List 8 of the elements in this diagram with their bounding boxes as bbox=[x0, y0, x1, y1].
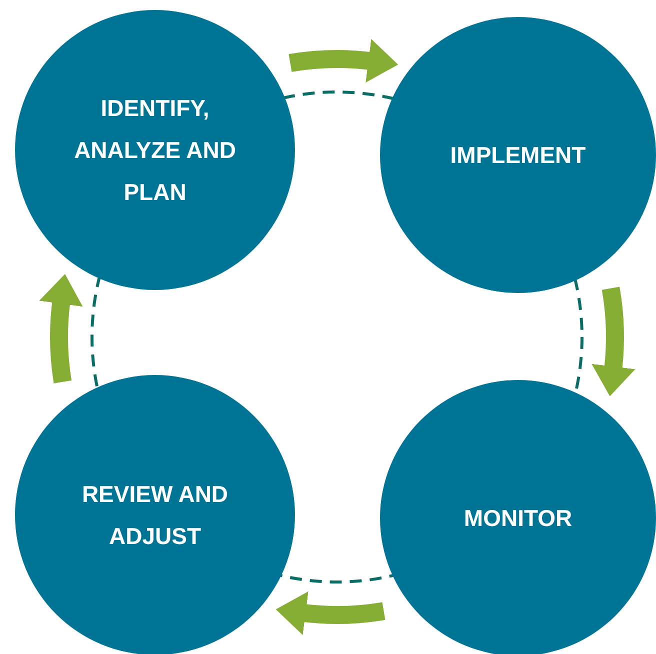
curved-arrow bbox=[276, 591, 385, 635]
step-label: IMPLEMENT bbox=[450, 141, 586, 170]
step-label: REVIEW AND ADJUST bbox=[80, 480, 230, 551]
curved-arrow bbox=[39, 274, 84, 384]
step-label: IDENTIFY, ANALYZE AND PLAN bbox=[73, 94, 237, 207]
step-label: MONITOR bbox=[464, 504, 572, 533]
curved-arrow bbox=[289, 39, 398, 83]
curved-arrow bbox=[591, 287, 636, 396]
